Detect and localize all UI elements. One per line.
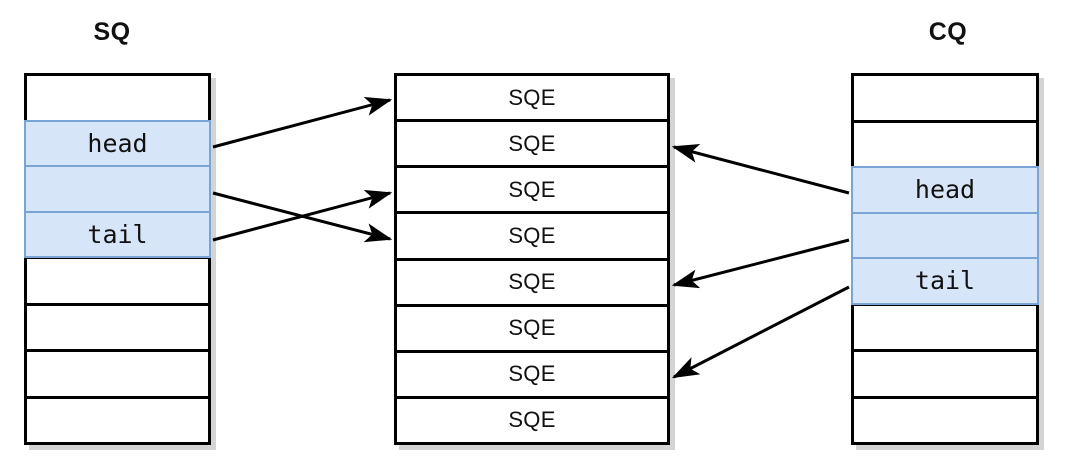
sq-row3-to-sqe-4-arrow <box>212 191 393 243</box>
sqe-array-cell-label: SQE <box>508 407 556 433</box>
sq-queue-cell-5 <box>24 256 211 306</box>
cq-tail-to-sqe-7-arrow <box>671 285 850 379</box>
sq-queue-table: head tail <box>24 73 216 450</box>
sqe-array-cell-label: SQE <box>508 130 556 156</box>
sqe-array-cell-1-SQE: SQE <box>394 73 670 123</box>
sq-queue-cell-label: tail <box>87 219 148 249</box>
cq-queue-cell-3-head: head <box>851 166 1039 214</box>
sqe-array-cell-label: SQE <box>508 315 556 341</box>
cq-queue-cell-4 <box>851 211 1039 259</box>
cq-queue-table: head tail <box>851 73 1044 450</box>
sq-queue-cell-label: head <box>87 128 148 158</box>
cq-row4-to-sqe-5-arrow <box>671 238 850 289</box>
cq-queue-cell-2 <box>851 119 1039 169</box>
sqe-array-cell-label: SQE <box>508 269 556 295</box>
sqe-array-table: SQE SQE SQE SQE SQE SQE SQE SQE <box>394 73 675 450</box>
cq-queue-cell-1 <box>851 73 1039 123</box>
cq-queue-cell-label: head <box>914 175 976 205</box>
sqe-array-cell-label: SQE <box>508 84 556 110</box>
sqe-array-cell-5-SQE: SQE <box>394 257 670 307</box>
sq-queue-cell-6 <box>24 302 211 352</box>
sq-queue-cell-7 <box>24 349 211 399</box>
sq-queue-cell-2-head: head <box>24 119 211 167</box>
sqe-array-cell-label: SQE <box>508 222 556 248</box>
sqe-array-cell-label: SQE <box>508 176 556 202</box>
sqe-array-cell-8-SQE: SQE <box>394 395 670 445</box>
sqe-array-cell-4-SQE: SQE <box>394 211 670 261</box>
cq-queue-cell-6 <box>851 302 1039 352</box>
sqe-array-cell-3-SQE: SQE <box>394 165 670 215</box>
sq-queue-cell-8 <box>24 395 211 445</box>
sq-queue-cell-4-tail: tail <box>24 210 211 258</box>
cq-queue-cell-label: tail <box>914 266 976 296</box>
sq-queue-cell-1 <box>24 73 211 123</box>
sqe-array-cell-2-SQE: SQE <box>394 119 670 169</box>
sqe-array-cell-6-SQE: SQE <box>394 303 670 353</box>
sq-head-to-sqe-1-arrow <box>212 97 393 149</box>
sq-tail-to-sqe-3-arrow <box>212 190 393 242</box>
sq-title: SQ <box>93 18 131 46</box>
sqe-array-cell-label: SQE <box>508 361 556 387</box>
sqe-array-cell-7-SQE: SQE <box>394 349 670 399</box>
cq-title: CQ <box>928 18 968 46</box>
sq-queue-cell-3 <box>24 165 211 213</box>
cq-queue-cell-7 <box>851 349 1039 399</box>
cq-head-to-sqe-2-arrow <box>671 143 850 195</box>
cq-queue-cell-8 <box>851 395 1039 445</box>
cq-queue-cell-5-tail: tail <box>851 257 1039 305</box>
